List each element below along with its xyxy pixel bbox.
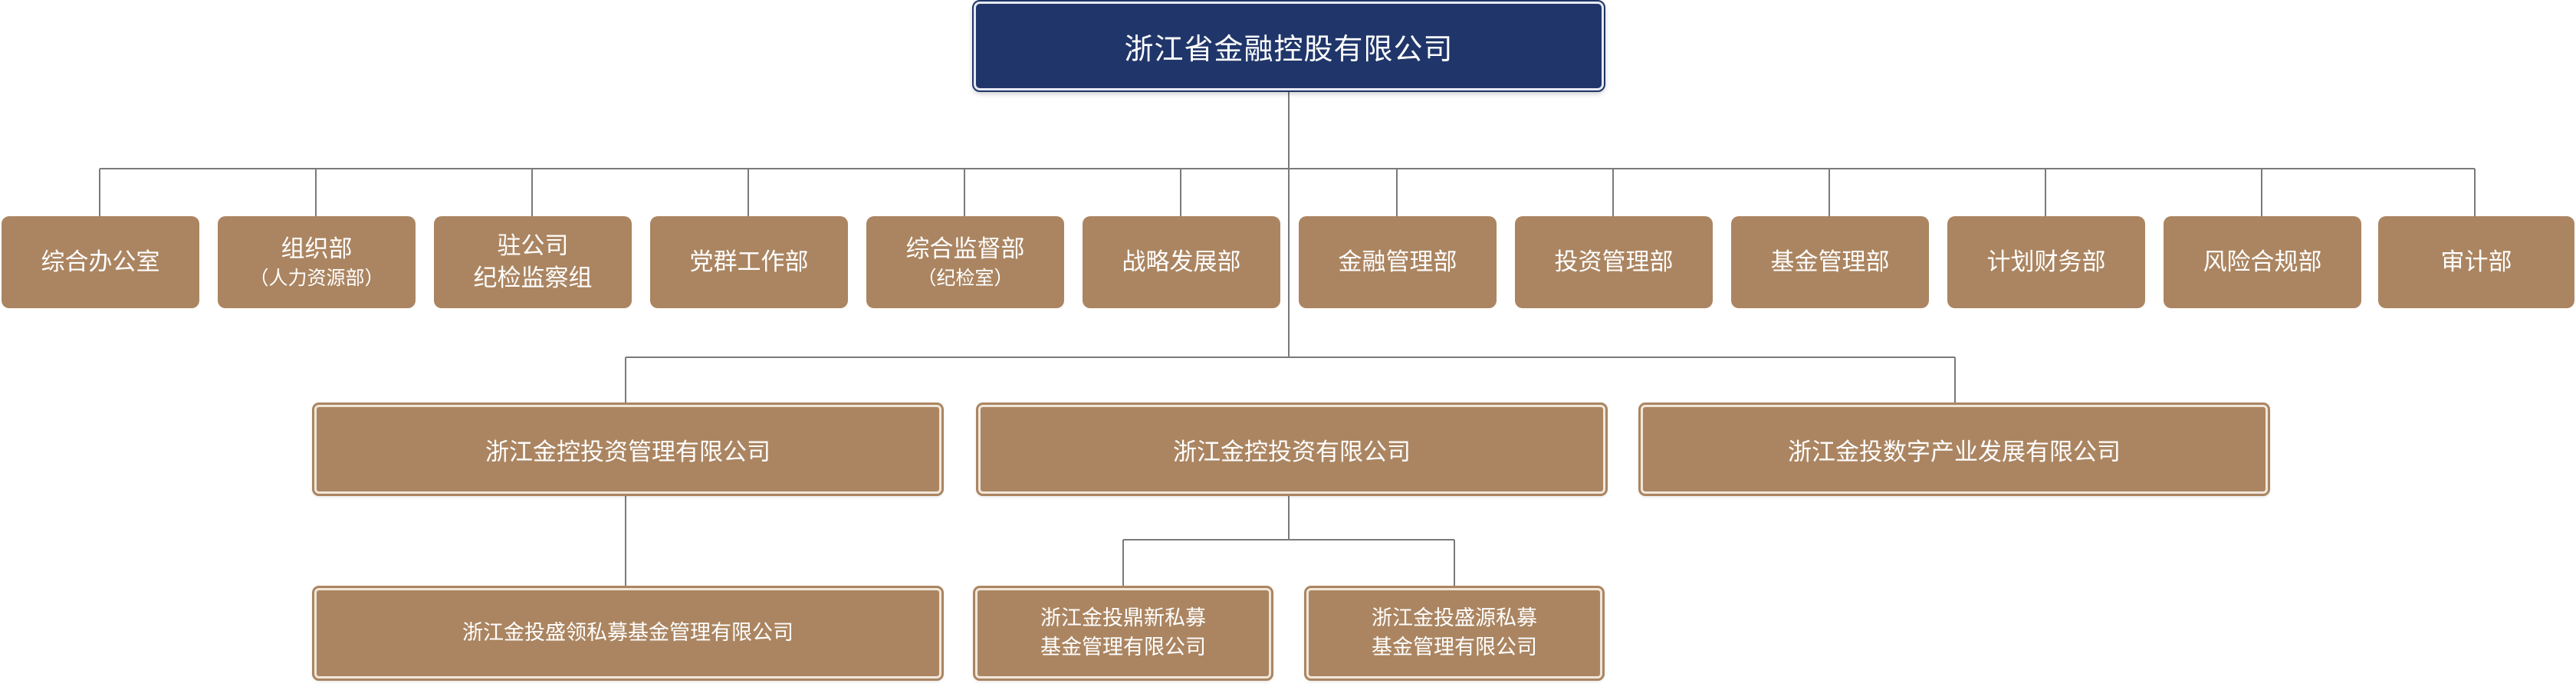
dept-name: 综合监督部	[905, 235, 1025, 263]
dept-name: 审计部	[2440, 248, 2512, 276]
fund-name-line1: 浙江金投盛源私募	[1372, 606, 1537, 630]
dept-name: 组织部	[281, 235, 353, 263]
dept-strategy: 战略发展部	[1083, 216, 1280, 308]
fund-name: 浙江金投盛领私募基金管理有限公司	[462, 621, 794, 645]
subsidiary-name: 浙江金控投资管理有限公司	[485, 438, 770, 466]
dept-fund-management: 基金管理部	[1731, 216, 1929, 308]
fund-name-line1: 浙江金投鼎新私募	[1040, 606, 1206, 630]
subsidiary-investment: 浙江金控投资有限公司	[976, 402, 1608, 496]
dept-office: 综合办公室	[2, 216, 199, 308]
fund-name-line2: 基金管理有限公司	[1372, 636, 1537, 659]
dept-audit: 审计部	[2378, 216, 2574, 308]
dept-name: 计划财务部	[1986, 248, 2106, 276]
dept-supervision: 综合监督部 （纪检室）	[866, 216, 1064, 308]
subsidiary-name: 浙江金控投资有限公司	[1173, 438, 1411, 466]
dept-organization: 组织部 （人力资源部）	[218, 216, 416, 308]
fund-name-line2: 基金管理有限公司	[1040, 636, 1206, 659]
dept-name: 驻公司	[497, 232, 569, 260]
subsidiary-digital-industry: 浙江金投数字产业发展有限公司	[1638, 402, 2270, 496]
dept-risk-compliance: 风险合规部	[2164, 216, 2361, 308]
fund-shengling: 浙江金投盛领私募基金管理有限公司	[312, 586, 944, 681]
subsidiary-investment-management: 浙江金控投资管理有限公司	[312, 402, 944, 496]
dept-name: 基金管理部	[1770, 248, 1890, 276]
dept-subtitle: （纪检室）	[917, 267, 1014, 289]
dept-name: 战略发展部	[1122, 248, 1241, 276]
dept-name: 党群工作部	[689, 248, 809, 276]
dept-name: 风险合规部	[2203, 248, 2322, 276]
dept-party-affairs: 党群工作部	[650, 216, 848, 308]
dept-name-line2: 纪检监察组	[473, 264, 593, 292]
root-company-node: 浙江省金融控股有限公司	[972, 0, 1605, 92]
dept-name: 综合办公室	[41, 248, 160, 276]
dept-investment-management: 投资管理部	[1515, 216, 1713, 308]
dept-discipline-group: 驻公司 纪检监察组	[434, 216, 632, 308]
fund-shengyuan: 浙江金投盛源私募 基金管理有限公司	[1304, 586, 1605, 681]
dept-subtitle: （人力资源部）	[249, 267, 384, 289]
root-company-name: 浙江省金融控股有限公司	[1124, 31, 1454, 66]
dept-planning-finance: 计划财务部	[1947, 216, 2145, 308]
dept-finance-management: 金融管理部	[1299, 216, 1497, 308]
dept-name: 金融管理部	[1338, 248, 1457, 276]
dept-name: 投资管理部	[1554, 248, 1674, 276]
fund-dingxin: 浙江金投鼎新私募 基金管理有限公司	[973, 586, 1273, 681]
subsidiary-name: 浙江金投数字产业发展有限公司	[1788, 438, 2121, 466]
